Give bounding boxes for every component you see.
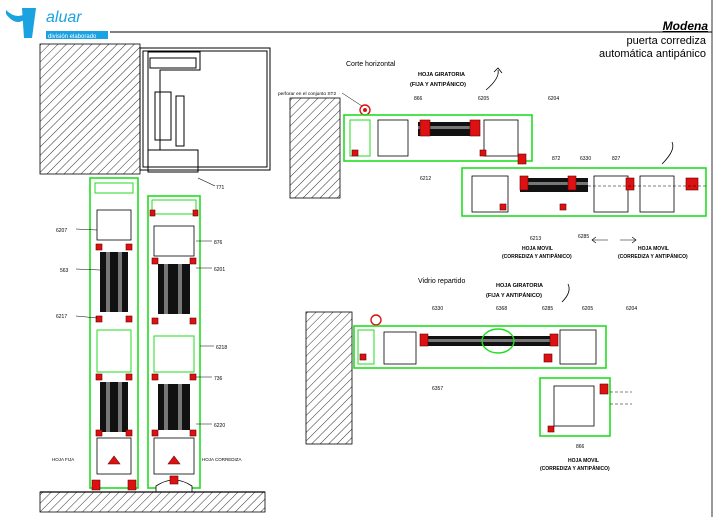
label-mobile-leaf-sub-3: (CORREDIZA Y ANTIPÁNICO) <box>540 465 610 472</box>
section-title-horizontal: Corte horizontal <box>346 61 396 68</box>
logo-text: aluar <box>46 9 82 26</box>
label-fixed-bottom: HOJA FIJA <box>52 457 74 462</box>
code-866: 866 <box>414 96 423 102</box>
horizontal-section: Corte horizontal perforar en el conjunto… <box>278 61 707 260</box>
code-6285: 6285 <box>578 234 589 240</box>
code-6204-b: 6204 <box>626 306 637 312</box>
label-mobile-leaf-1: HOJA MOVIL <box>522 246 553 252</box>
code-6330: 6330 <box>580 156 591 162</box>
code-872: 872 <box>552 156 561 162</box>
code-866-b: 866 <box>576 444 585 450</box>
pivot-note: perforar en el conjunto ST2 <box>278 91 336 97</box>
code-563: 563 <box>60 268 69 274</box>
logo-sub: división elaborado <box>48 34 97 40</box>
code-6207: 6207 <box>56 228 67 234</box>
label-sliding-bottom: HOJA CORREDIZA <box>202 457 242 462</box>
code-6217: 6217 <box>56 314 67 320</box>
label-mobile-leaf-sub-2: (CORREDIZA Y ANTIPÁNICO) <box>618 253 688 260</box>
code-771: 771 <box>216 185 225 191</box>
code-6357: 6357 <box>432 386 443 392</box>
section-title-divided: Vidrio repartido <box>418 278 465 285</box>
code-6220: 6220 <box>214 423 225 429</box>
label-mobile-leaf-2: HOJA MOVIL <box>638 246 669 252</box>
code-827: 827 <box>612 156 621 162</box>
label-fixed-leaf: HOJA GIRATORIA <box>418 72 465 78</box>
code-6213: 6213 <box>530 236 541 242</box>
vertical-section: 771 <box>39 43 271 513</box>
label-fixed-leaf-sub-2: (FIJA Y ANTIPÁNICO) <box>486 292 542 299</box>
label-mobile-leaf-sub-1: (CORREDIZA Y ANTIPÁNICO) <box>502 253 572 260</box>
code-6201: 6201 <box>214 267 225 273</box>
code-6204: 6204 <box>548 96 559 102</box>
code-6212: 6212 <box>420 176 431 182</box>
divided-glass-section: Vidrio repartido HOJA GIRATORIA (FIJA Y … <box>305 278 637 472</box>
code-6205: 6205 <box>478 96 489 102</box>
code-6368: 6368 <box>496 306 507 312</box>
label-mobile-leaf-3: HOJA MOVIL <box>568 458 599 464</box>
code-876: 876 <box>214 240 223 246</box>
title-line1: puerta corrediza <box>627 35 707 47</box>
code-736: 736 <box>214 376 223 382</box>
code-6205-b: 6205 <box>582 306 593 312</box>
code-6218: 6218 <box>216 345 227 351</box>
logo-mark-icon <box>22 8 36 38</box>
series-title: Modena <box>663 19 709 33</box>
code-6285-b: 6285 <box>542 306 553 312</box>
label-fixed-leaf-2: HOJA GIRATORIA <box>496 283 543 289</box>
title-line2: automática antipánico <box>599 48 706 60</box>
label-fixed-leaf-sub: (FIJA Y ANTIPÁNICO) <box>410 81 466 88</box>
code-6330-b: 6330 <box>432 306 443 312</box>
brand-logo: aluar división elaborado <box>6 8 108 40</box>
